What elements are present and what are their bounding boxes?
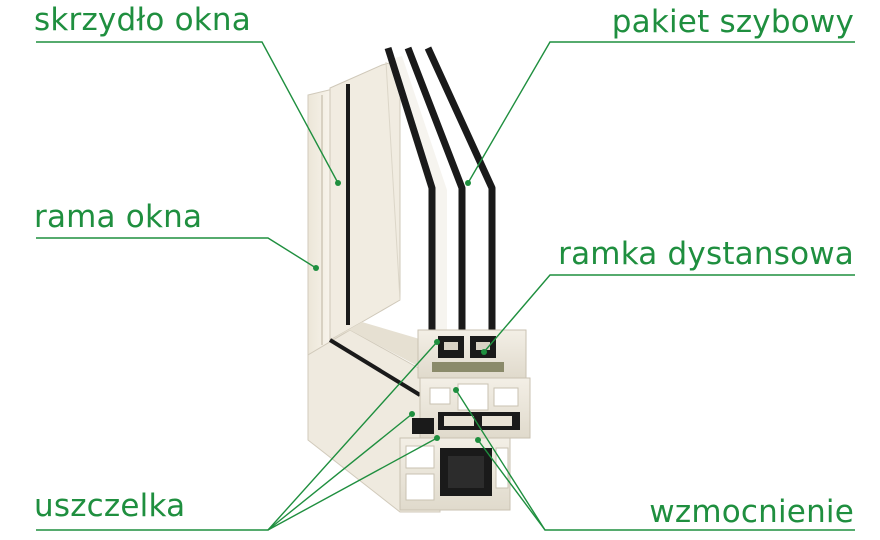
label-glazing-unit: pakiet szybowy [611, 4, 854, 40]
label-window-frame: rama okna [34, 199, 203, 235]
label-reinforcement: wzmocnienie [649, 494, 854, 530]
leader-pakiet [467, 41, 855, 184]
label-spacer-bar: ramka dystansowa [558, 236, 854, 272]
leader-ramka [483, 274, 855, 353]
glazing-unit [384, 46, 496, 332]
leader-skrzydlo [36, 41, 339, 184]
leader-wzmocnienie-2 [477, 439, 546, 531]
leader-uszczelka-3 [267, 437, 438, 531]
label-seal: uszczelka [34, 488, 186, 524]
leader-uszczelka-2 [267, 413, 413, 531]
leader-lines [36, 41, 855, 531]
leader-rama [36, 237, 317, 269]
profile-cross-section [399, 329, 531, 511]
label-window-sash: skrzydło okna [34, 2, 251, 38]
leader-dots [313, 180, 487, 443]
